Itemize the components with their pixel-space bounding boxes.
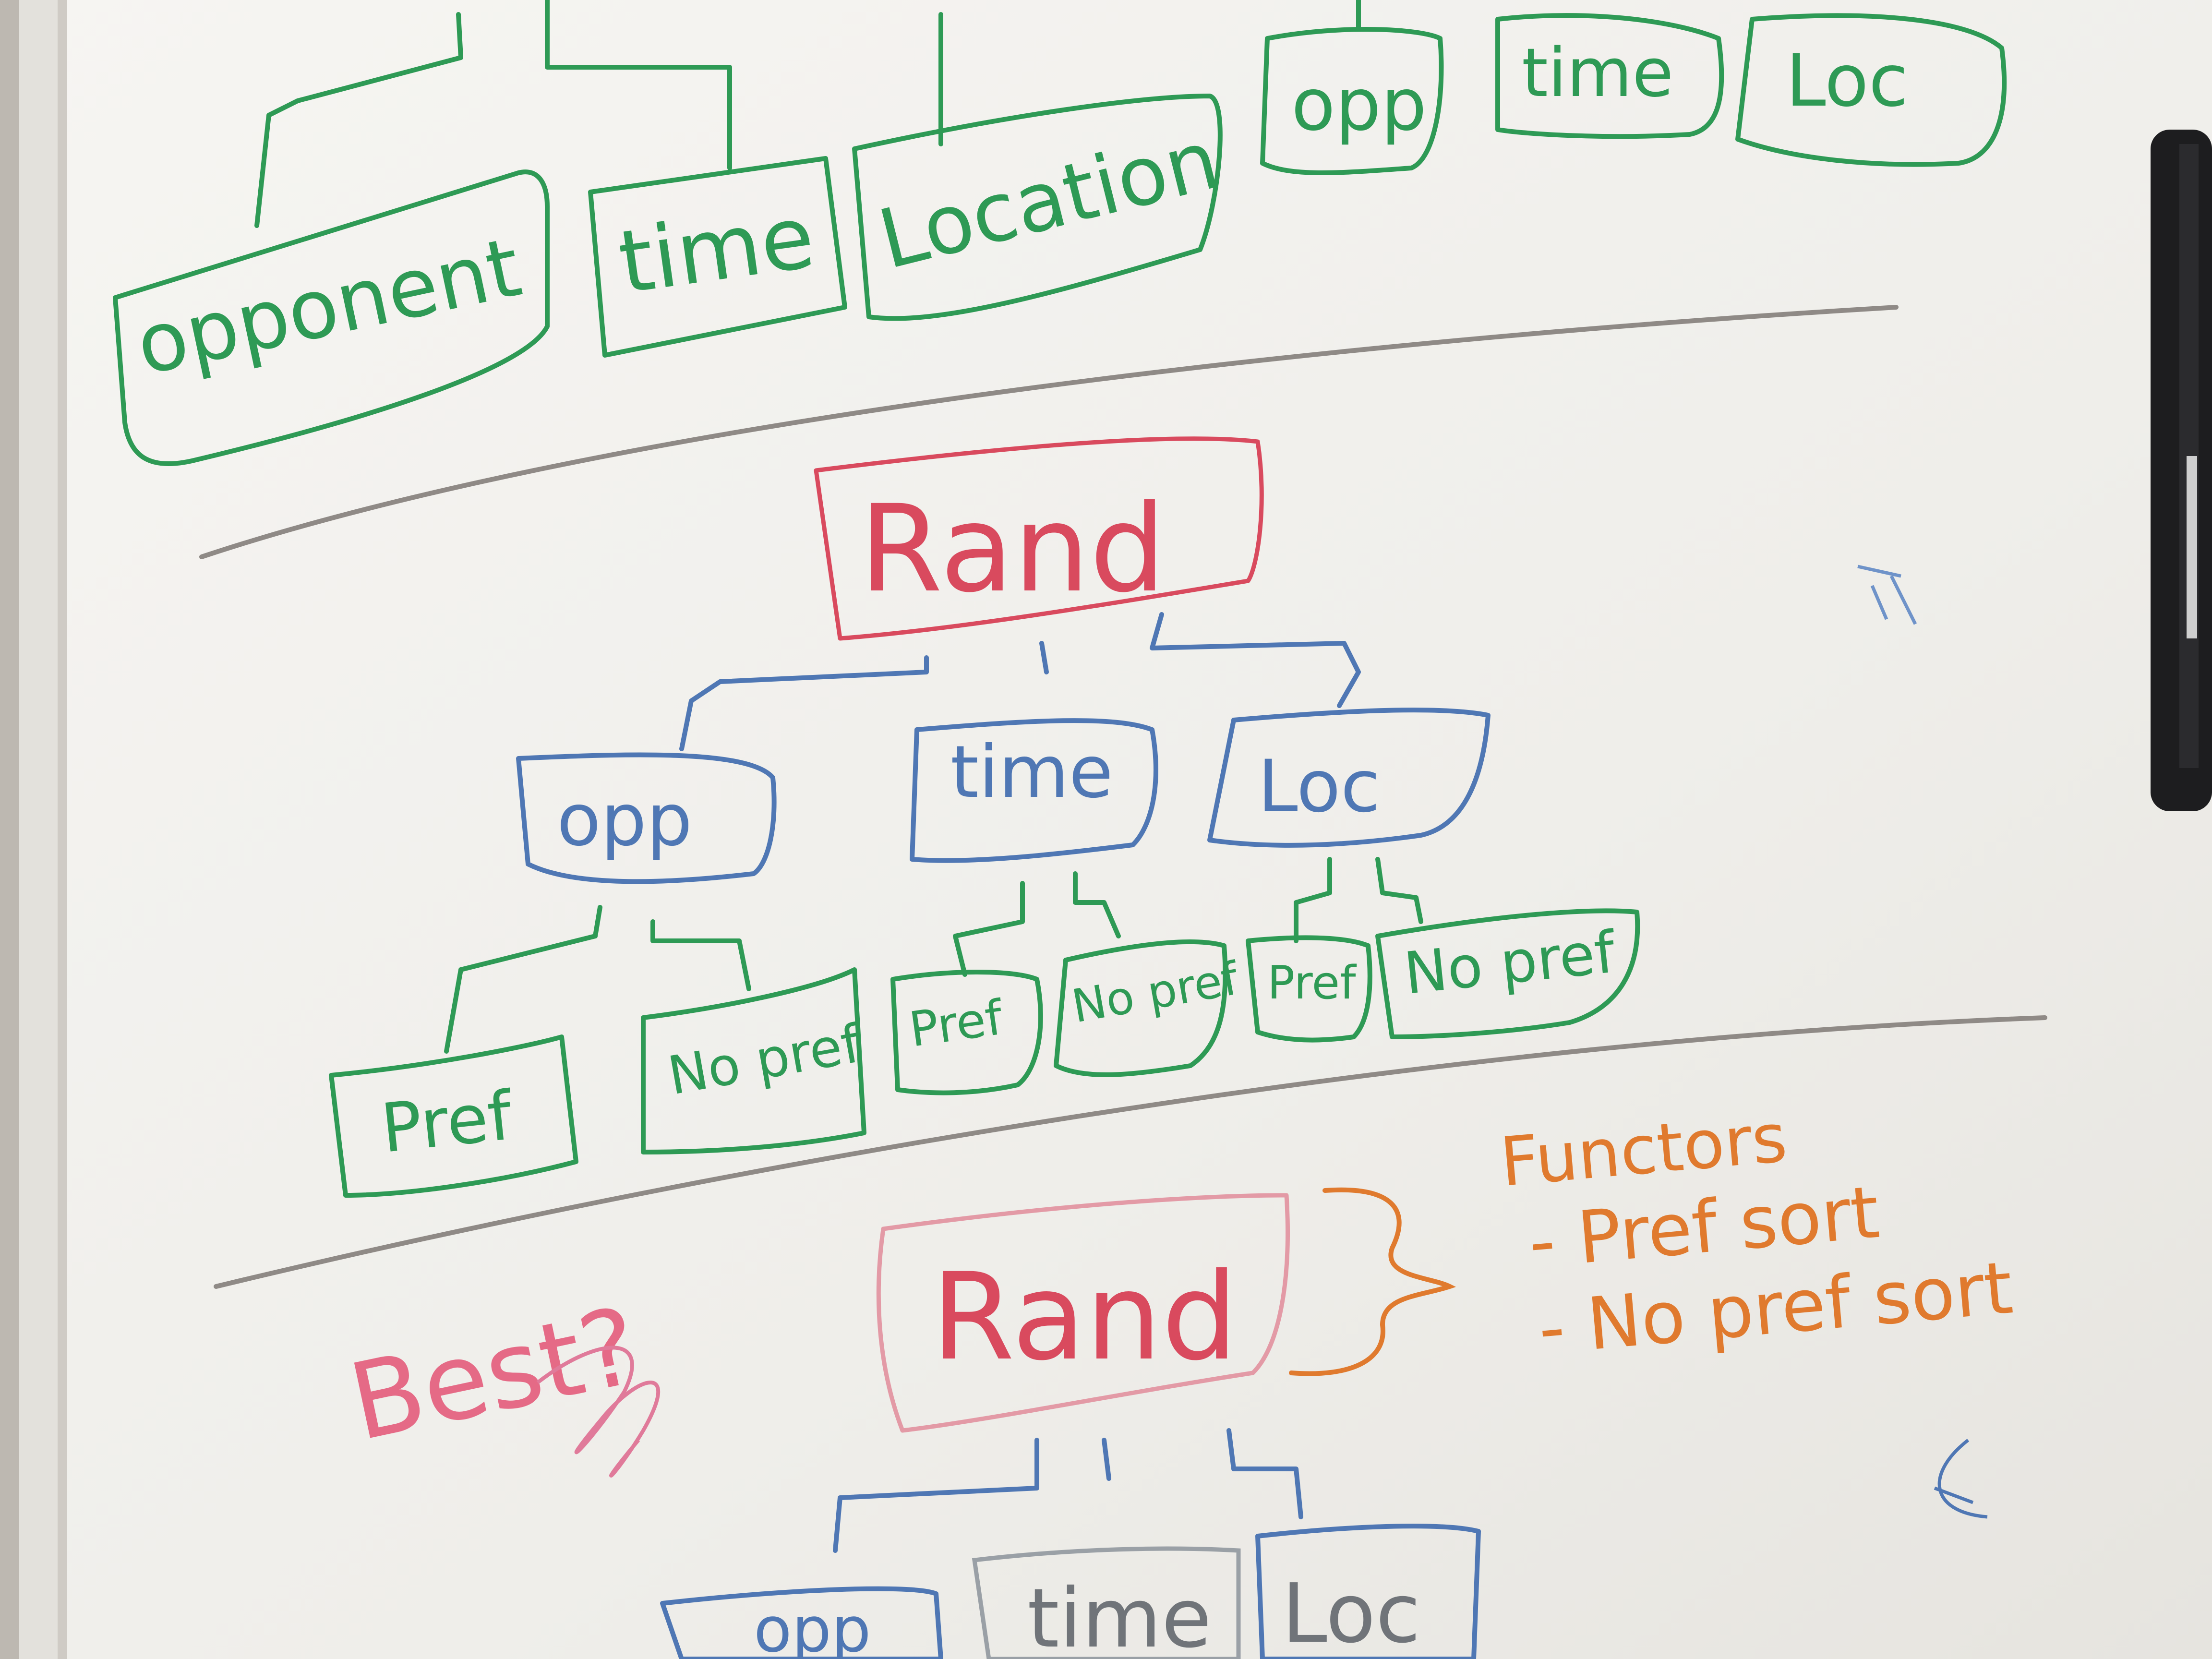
connector-rand1-time [1039, 641, 1049, 674]
magnet-doodle-1 [1857, 565, 1917, 625]
board-shadow [0, 0, 19, 1659]
box-time-2 [972, 1546, 1241, 1659]
separator-line-2 [214, 1015, 2047, 1289]
connector-rand2-loc [1226, 1428, 1303, 1519]
top-connector-2 [545, 0, 732, 170]
brace-orange [1289, 1187, 1456, 1376]
box-opp-2 [660, 1586, 943, 1659]
root-label-rand-2: Rand [931, 1247, 1238, 1387]
top-connector-1 [254, 12, 463, 228]
marker-pen [2151, 130, 2212, 811]
top-box-time [588, 156, 847, 358]
box-nopref-time [1054, 939, 1228, 1077]
top-box-opponent [113, 169, 550, 467]
top-box-opp [1260, 27, 1444, 175]
box-loc-2 [1255, 1524, 1481, 1659]
box-opp-1 [516, 752, 777, 884]
box-pref-opp [329, 1034, 578, 1198]
label-loc-top: Loc [1786, 39, 1908, 123]
magnet-doodle-2 [1934, 1439, 1988, 1519]
label-time-top: time [1522, 34, 1673, 112]
separator-line-1 [199, 305, 1899, 559]
label-opp-top: opp [1291, 63, 1427, 147]
connector-rand2-time [1102, 1438, 1111, 1481]
box-pref-time [890, 970, 1043, 1095]
label-loc-1: Loc [1258, 745, 1380, 829]
root-box-rand-1 [814, 436, 1264, 641]
connector-opp-nopref [650, 919, 751, 991]
top-box-time-short [1495, 13, 1724, 139]
box-pref-loc [1246, 935, 1372, 1043]
box-nopref-opp [641, 967, 866, 1154]
label-opp-2: opp [754, 1593, 871, 1659]
label-opp-1: opp [557, 779, 692, 862]
top-box-loc [1735, 13, 2007, 167]
connector-time-pref [953, 881, 1025, 977]
box-nopref-loc [1375, 908, 1640, 1039]
label-loc-2: Loc [1282, 1566, 1420, 1659]
best-scribble [536, 1346, 660, 1478]
label-pref-opp: Pref [378, 1077, 517, 1168]
box-loc-1 [1207, 708, 1491, 848]
label-time-2: time [1027, 1571, 1212, 1659]
root-box-rand-2 [876, 1193, 1290, 1433]
top-box-location [852, 94, 1223, 321]
label-pref-loc: Pref [1267, 957, 1357, 1010]
root-label-rand-1: Rand [859, 479, 1166, 619]
connector-loc-nopref [1375, 857, 1423, 924]
connector-loc-pref [1294, 857, 1332, 943]
connector-time-nopref [1073, 871, 1121, 938]
board-frame-edge [58, 0, 67, 1659]
connector-rand1-opp [679, 655, 929, 751]
box-time-1 [910, 718, 1158, 863]
label-pref-time: Pref [906, 989, 1007, 1058]
connector-rand1-loc [1150, 612, 1361, 708]
connector-opp-pref [444, 905, 602, 1054]
label-time-1: time [950, 731, 1113, 814]
connector-rand2-opp [833, 1438, 1039, 1553]
